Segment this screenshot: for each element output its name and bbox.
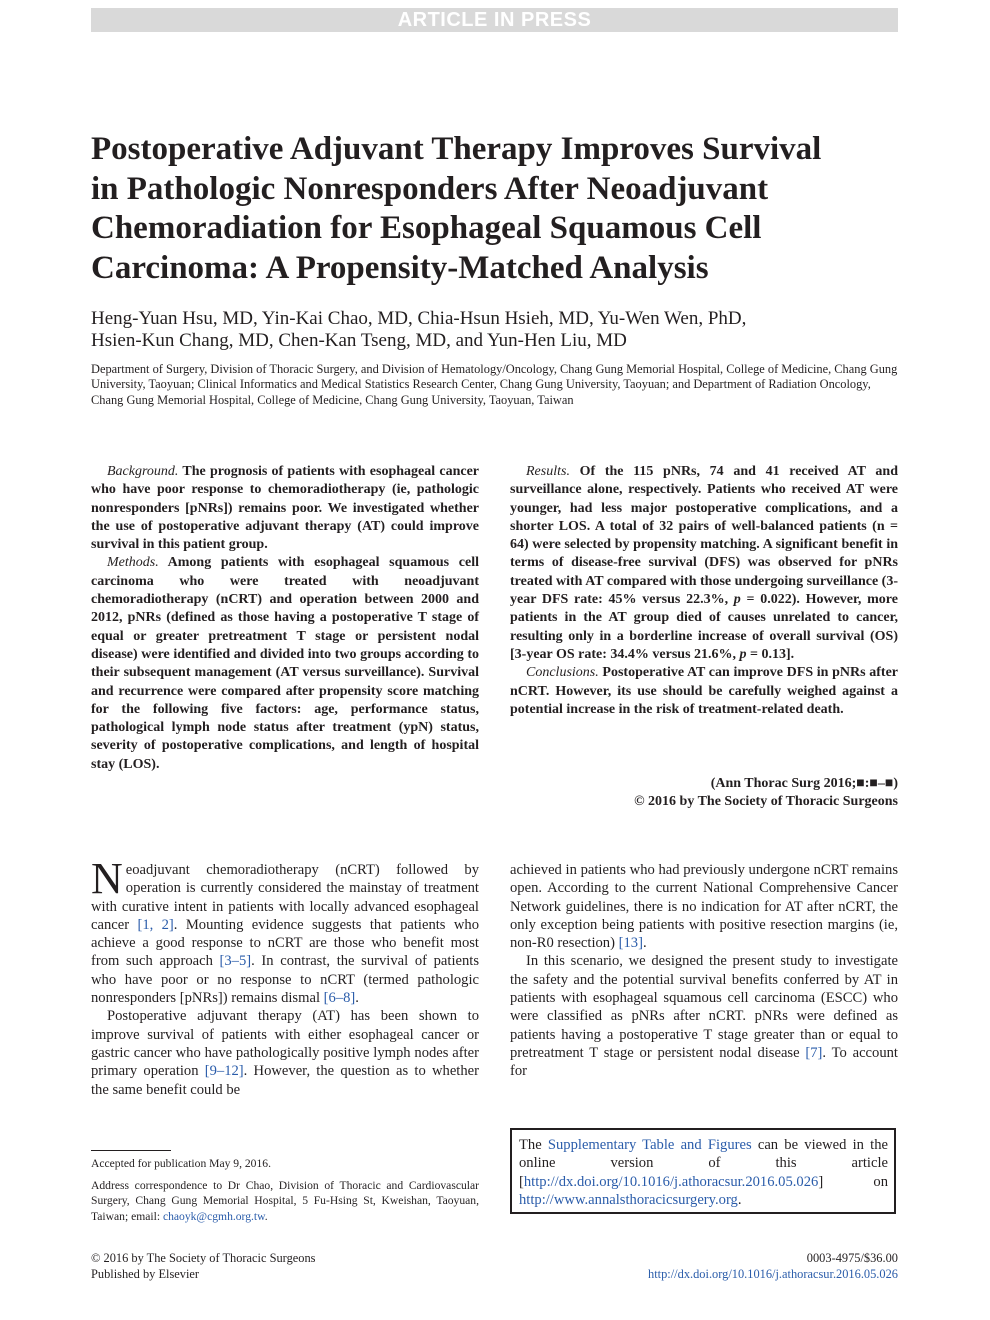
body-text: . <box>355 990 359 1007</box>
footer-copyright: © 2016 by The Society of Thoracic Surgeo… <box>91 1251 316 1265</box>
p-value-symbol: p <box>739 646 747 662</box>
abstract-background: Background. The prognosis of patients wi… <box>91 463 479 554</box>
methods-text: Among patients with esophageal squamous … <box>91 555 479 772</box>
title-line: Carcinoma: A Propensity-Matched Analysis <box>91 249 709 286</box>
footer-doi-link[interactable]: http://dx.doi.org/10.1016/j.athoracsur.2… <box>648 1266 898 1281</box>
affiliations: Department of Surgery, Division of Thora… <box>91 362 898 407</box>
citation-journal: (Ann Thorac Surg 2016;■:■–■) <box>710 776 898 791</box>
body-text: achieved in patients who had previously … <box>510 862 898 952</box>
article-title: Postoperative Adjuvant Therapy Improves … <box>91 130 901 288</box>
title-line: Chemoradiation for Esophageal Squamous C… <box>91 210 762 246</box>
results-text: = 0.022). However, more patients in the … <box>510 592 898 662</box>
body-text: eoadjuvant chemoradiotherapy (nCRT) foll… <box>91 862 479 933</box>
journal-website-link[interactable]: http://www.annalsthoracicsurgery.org <box>519 1191 738 1208</box>
abstract-results: Results. Of the 115 pNRs, 74 and 41 rece… <box>510 463 898 664</box>
supp-text: ] on <box>818 1173 888 1190</box>
reference-link[interactable]: [6–8] <box>323 990 356 1007</box>
body-text: In this scenario, we designed the presen… <box>510 953 898 1061</box>
supp-text: can be viewed in the online version of t… <box>519 1137 888 1190</box>
reference-link[interactable]: [3–5] <box>219 953 252 970</box>
footer-right: 0003-4975/$36.00 http://dx.doi.org/10.10… <box>648 1251 898 1282</box>
results-text: Of the 115 pNRs, 74 and 41 received AT a… <box>510 464 899 608</box>
author-line: Hsien-Kun Chang, MD, Chen-Kan Tseng, MD,… <box>91 330 627 351</box>
abstract-right-column: Results. Of the 115 pNRs, 74 and 41 rece… <box>510 463 898 719</box>
reference-link[interactable]: [9–12] <box>204 1063 244 1080</box>
conclusions-text: Postoperative AT can improve DFS in pNRs… <box>510 665 899 717</box>
results-label: Results. <box>526 464 570 479</box>
background-label: Background. <box>107 464 179 479</box>
footnotes: Accepted for publication May 9, 2016. Ad… <box>91 1156 479 1230</box>
doi-link[interactable]: http://dx.doi.org/10.1016/j.athoracsur.2… <box>523 1173 819 1190</box>
abstract-conclusions: Conclusions. Postoperative AT can improv… <box>510 664 898 719</box>
footer-issn: 0003-4975/$36.00 <box>806 1251 898 1265</box>
article-in-press-banner: ARTICLE IN PRESS <box>91 8 898 32</box>
reference-link[interactable]: [13] <box>618 935 643 952</box>
footnote-divider <box>91 1150 171 1151</box>
correspondence-address: Address correspondence to Dr Chao, Divis… <box>91 1178 479 1225</box>
footer-publisher: Published by Elsevier <box>91 1266 200 1281</box>
abstract-methods: Methods. Among patients with esophageal … <box>91 554 479 774</box>
p-value-symbol: p <box>733 592 741 608</box>
title-line: Postoperative Adjuvant Therapy Improves … <box>91 131 822 167</box>
drop-cap: N <box>91 854 123 903</box>
body-paragraph: Postoperative adjuvant therapy (AT) has … <box>91 1007 479 1098</box>
reference-link[interactable]: [7] <box>805 1044 823 1061</box>
author-line: Heng-Yuan Hsu, MD, Yin-Kai Chao, MD, Chi… <box>91 308 747 329</box>
address-text: . <box>264 1209 268 1223</box>
body-text: Postoperative adjuvant therapy (AT) has … <box>91 1008 479 1080</box>
supplementary-box: The Supplementary Table and Figures can … <box>510 1128 896 1214</box>
body-right-column: achieved in patients who had previously … <box>510 861 898 1081</box>
reference-link[interactable]: [1, 2] <box>137 916 174 933</box>
citation-copyright: © 2016 by The Society of Thoracic Surgeo… <box>634 794 898 810</box>
supp-text: . <box>737 1191 742 1208</box>
results-text: = 0.13]. <box>746 646 795 662</box>
body-text: . However, the question as to whether th… <box>91 1063 479 1098</box>
abstract-left-column: Background. The prognosis of patients wi… <box>91 463 479 774</box>
accepted-date: Accepted for publication May 9, 2016. <box>91 1157 271 1170</box>
body-paragraph: In this scenario, we designed the presen… <box>510 952 898 1080</box>
author-list: Heng-Yuan Hsu, MD, Yin-Kai Chao, MD, Chi… <box>91 308 901 352</box>
journal-citation: (Ann Thorac Surg 2016;■:■–■) © 2016 by T… <box>634 775 898 812</box>
body-text: . To account for <box>510 1044 898 1080</box>
footer-left: © 2016 by The Society of Thoracic Surgeo… <box>91 1251 316 1282</box>
conclusions-label: Conclusions. <box>526 665 599 681</box>
supp-text: The <box>519 1137 548 1153</box>
body-text: . <box>642 935 647 952</box>
body-text: . In contrast, the survival of patients … <box>91 953 480 1007</box>
title-line: in Pathologic Nonresponders After Neoadj… <box>91 170 769 207</box>
email-link[interactable]: chaoyk@cgmh.org.tw <box>162 1209 265 1223</box>
body-text: . Mounting evidence suggests that patien… <box>91 916 479 970</box>
supplementary-link[interactable]: Supplementary Table and Figures <box>547 1137 752 1153</box>
body-paragraph: achieved in patients who had previously … <box>510 861 898 952</box>
methods-label: Methods. <box>107 555 159 571</box>
background-text: The prognosis of patients with esophagea… <box>91 464 479 553</box>
address-text: Address correspondence to Dr Chao, Divis… <box>91 1178 479 1223</box>
